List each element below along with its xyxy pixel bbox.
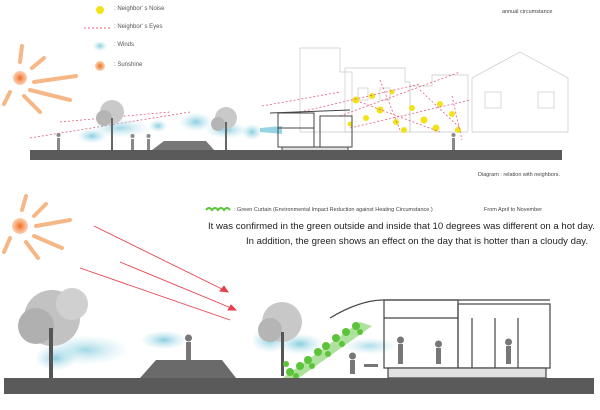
winds-bottom (36, 328, 396, 370)
ground-top (30, 150, 562, 160)
green-curtain-legend-icon (205, 207, 231, 212)
green-curtain (280, 322, 372, 380)
sun-icon-top (2, 44, 78, 114)
period-label: From April to November (484, 207, 543, 213)
corner-label: annual circumstance (502, 9, 553, 15)
top-scene (2, 44, 569, 160)
mound-top (152, 141, 214, 150)
noise-legend-dot (96, 6, 104, 14)
sun-icon-bottom (2, 194, 72, 260)
people-top (56, 133, 456, 150)
top-caption: Diagram : relation with neighbors. (478, 172, 560, 178)
finding-line-2: In addition, the green shows an effect o… (246, 236, 589, 247)
ground-bottom (4, 378, 594, 394)
person-bottom (185, 334, 192, 364)
tree-top-middle (211, 107, 237, 150)
green-curtain-label: : Green Curtain (Environmental Impact Re… (234, 207, 433, 213)
wind-arrow-top (260, 126, 282, 134)
legend-noise-label: : Neighbor' s Noise (114, 6, 165, 12)
legend-sunshine-label: : Sunshine (114, 62, 143, 68)
noise-dots (347, 89, 461, 133)
legend-winds-label: : Winds (114, 42, 135, 48)
tree-bottom-right (258, 302, 302, 376)
sun-ray-arrows (79, 225, 238, 321)
legend-eyes-label: : Neighbor' s Eyes (114, 24, 163, 30)
winds-legend-blob (93, 41, 107, 51)
people-inside (349, 336, 512, 374)
tree-top-left (96, 100, 124, 150)
house-section-top (269, 109, 353, 153)
legend (84, 6, 110, 71)
finding-line-1: It was confirmed in the green outside an… (208, 221, 595, 232)
mound-bottom (140, 360, 236, 378)
house-section-bottom (329, 299, 551, 379)
neighbor-buildings (299, 47, 569, 133)
bottom-scene (2, 194, 594, 394)
sunshine-legend-dot (95, 61, 105, 71)
tree-bottom-left (18, 288, 88, 378)
